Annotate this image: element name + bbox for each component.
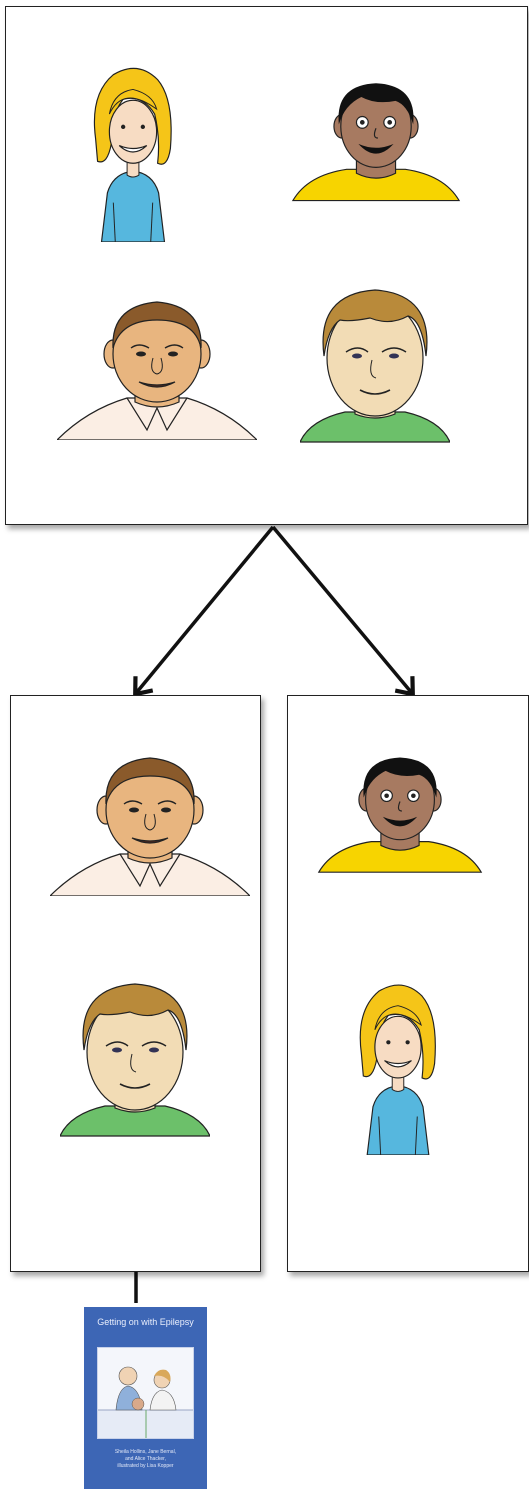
book-author-line: and Alice Thacker, [125, 1456, 166, 1462]
book-author-line: Sheila Hollins, Jane Bernal, [114, 1449, 177, 1455]
arrow-to-left-node [133, 525, 275, 697]
book-authors: Sheila Hollins, Jane Bernal, and Alice T… [84, 1449, 207, 1470]
short-haired-woman-illustration [60, 962, 210, 1140]
blonde-woman-illustration [343, 972, 453, 1155]
dark-haired-woman-illustration [314, 728, 486, 896]
book-author-line: illustrated by Lisa Kopper [117, 1463, 174, 1469]
book-title: Getting on with Epilepsy [97, 1317, 194, 1327]
book-cover: Getting on with Epilepsy Sheila Hollins,… [84, 1307, 207, 1489]
book-illustration [97, 1347, 194, 1439]
brown-haired-man-illustration [50, 746, 250, 896]
arrow-to-right-node [271, 525, 415, 697]
